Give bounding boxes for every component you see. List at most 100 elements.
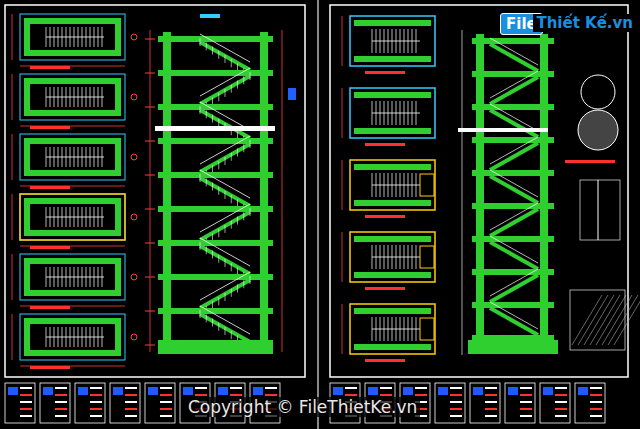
title-text-line [485, 394, 497, 396]
title-text-line [590, 394, 602, 396]
dimension-line [342, 160, 343, 210]
title-text-line [195, 387, 207, 389]
wall-band [115, 24, 121, 50]
title-text-line [125, 387, 137, 389]
dimension-line [342, 232, 343, 282]
floor-slab [158, 70, 273, 76]
title-logo [113, 387, 123, 395]
railing-post [237, 217, 238, 225]
floor-slab [158, 172, 273, 178]
title-text-line [20, 394, 32, 396]
title-text-line [520, 415, 532, 417]
railing-post [212, 319, 213, 327]
railing-post [212, 47, 213, 55]
wall-band [24, 78, 121, 84]
sheet-border [330, 5, 628, 377]
hatch-line [614, 295, 640, 345]
railing [490, 71, 538, 98]
plan-title [365, 287, 405, 290]
title-text-line [520, 408, 532, 410]
wall-band [354, 200, 431, 206]
level-mark [145, 345, 155, 346]
plan-title [30, 306, 70, 309]
stair-plan [350, 304, 435, 354]
wall-band [115, 264, 121, 290]
level-mark [145, 277, 155, 278]
floor-slab [158, 274, 273, 280]
stair-flight [200, 178, 250, 206]
wall-band [24, 84, 30, 110]
title-logo [8, 387, 18, 395]
title-text-line [90, 415, 102, 417]
title-text-line [520, 387, 532, 389]
title-text-line [450, 387, 462, 389]
title-logo [543, 387, 553, 395]
railing-post [225, 89, 226, 97]
dimension-line [150, 30, 151, 352]
stair-rail [372, 257, 420, 258]
wall-band [24, 264, 30, 290]
railing-post [231, 221, 232, 229]
hatch-line [602, 295, 632, 345]
title-text-line [415, 387, 427, 389]
wall-band [24, 18, 121, 24]
railing-post [218, 229, 219, 237]
detail-view [580, 180, 620, 240]
floor-slab [158, 138, 273, 144]
stair-flight [200, 144, 250, 172]
wall-band [354, 236, 431, 242]
dimension-line [12, 194, 13, 240]
floor-slab [472, 104, 554, 110]
logo-text: File [506, 15, 537, 33]
stair-plan [20, 254, 125, 300]
railing-post [231, 85, 232, 93]
detail-title [565, 160, 615, 163]
wall-band [354, 164, 431, 170]
title-logo [333, 387, 343, 395]
railing-post [212, 251, 213, 259]
note-block [288, 88, 296, 100]
title-block [540, 383, 570, 423]
title-text-line [555, 401, 567, 403]
title-text-line [590, 408, 602, 410]
railing-post [212, 115, 213, 123]
wall-band [354, 92, 431, 98]
title-text-line [20, 408, 32, 410]
stair-rail [372, 41, 420, 42]
railing-post [250, 140, 251, 148]
stair-plan [350, 16, 435, 66]
railing [200, 68, 250, 96]
stair-flight [490, 143, 538, 170]
grid-mark [131, 274, 137, 280]
floor-slab [472, 170, 554, 176]
railing-post [218, 119, 219, 127]
railing-post [231, 331, 232, 339]
floor-slab [158, 104, 273, 110]
hatch-line [578, 295, 608, 345]
title-logo [403, 387, 413, 395]
wall-band [115, 204, 121, 230]
stair-flight [490, 308, 538, 335]
title-logo [508, 387, 518, 395]
stair-flight [490, 176, 538, 203]
stair-flight [200, 246, 250, 274]
railing [490, 104, 538, 131]
grid-mark [131, 94, 137, 100]
dimension-line [12, 14, 13, 60]
title-logo [183, 387, 193, 395]
railing-post [231, 153, 232, 161]
title-text-line [55, 408, 67, 410]
hatch-line [596, 295, 626, 345]
railing-post [225, 327, 226, 335]
railing-post [225, 259, 226, 267]
railing [490, 38, 538, 65]
railing-post [237, 285, 238, 293]
title-text-line [485, 401, 497, 403]
title-block [435, 383, 465, 423]
dimension-line [342, 16, 343, 66]
dimension-line [462, 30, 463, 355]
title-text-line [160, 394, 172, 396]
title-text-line [380, 387, 392, 389]
stair-flight [200, 314, 250, 342]
